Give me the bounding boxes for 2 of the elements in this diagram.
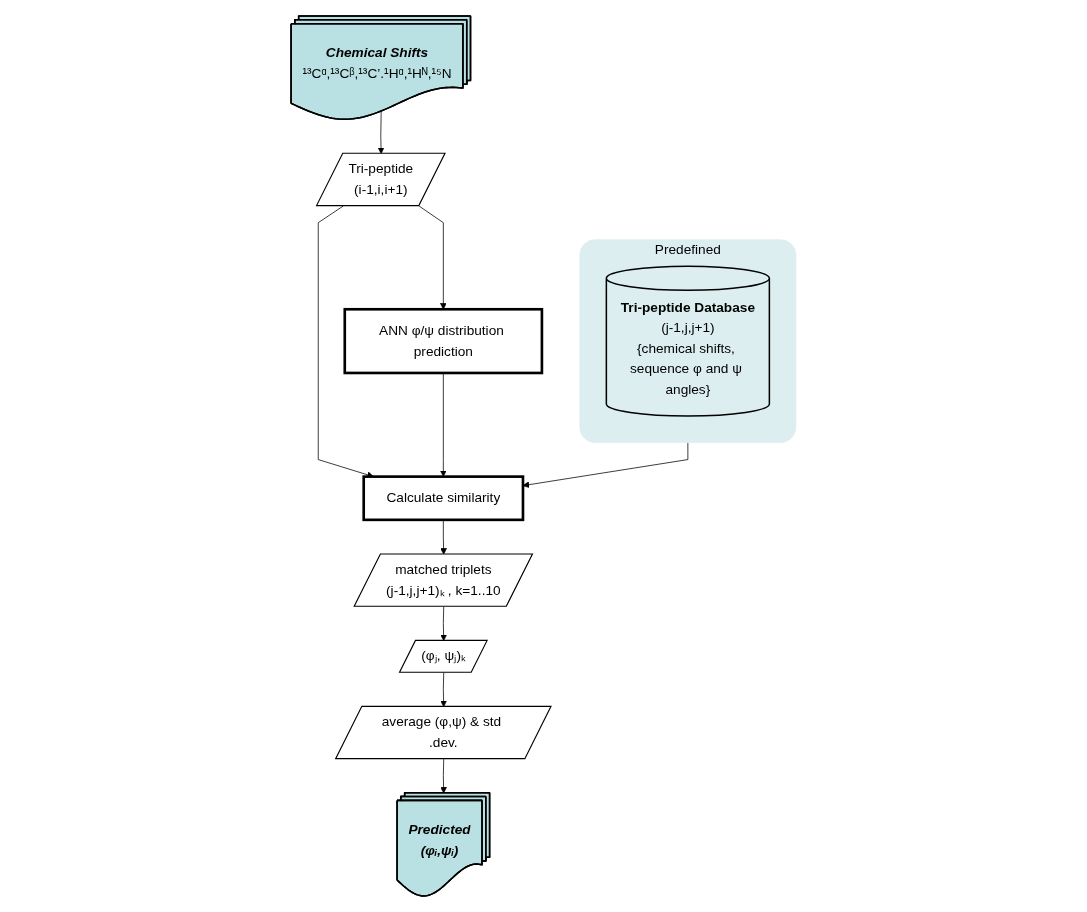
node-box: ANN φ/ψ distribution prediction	[343, 307, 544, 375]
node-box: Calculate similarity	[362, 475, 525, 522]
